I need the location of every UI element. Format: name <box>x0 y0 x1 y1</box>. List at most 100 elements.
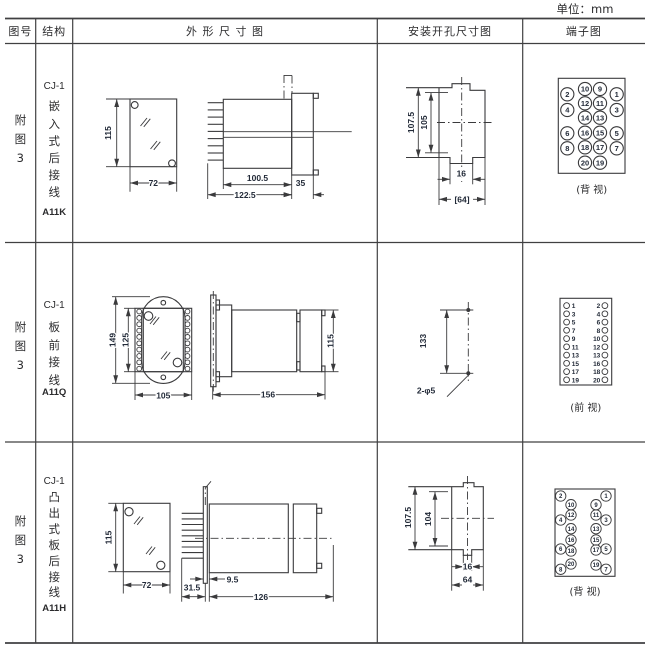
view-label: (前 视) <box>570 401 601 414</box>
terminal-9: 9 <box>572 336 576 343</box>
terminal-10: 10 <box>593 336 601 343</box>
terminal-5: 5 <box>615 129 619 138</box>
row1-outline-front-view: 115 72 <box>102 98 178 192</box>
terminal-16: 16 <box>568 538 575 544</box>
dim-107-5: 107.5 <box>406 112 416 134</box>
row1-outline-side-view: 100.5 122.5 35 <box>207 75 352 201</box>
dim-9-5: 9.5 <box>227 575 239 585</box>
terminal-4: 4 <box>565 106 570 115</box>
terminal-17: 17 <box>593 548 600 554</box>
row2-outline-front-view: 149 125 105 <box>106 296 193 402</box>
dim-100-5: 100.5 <box>247 173 269 183</box>
terminal-20: 20 <box>593 377 601 384</box>
dim-125: 125 <box>120 333 130 347</box>
dim-72: 72 <box>149 178 159 188</box>
row2-code: A11Q <box>42 386 67 398</box>
terminal-12: 12 <box>581 99 589 108</box>
dim-115: 115 <box>103 126 113 140</box>
header-outline: 外 形 尺 寸 图 <box>185 24 264 38</box>
row3-mount-type: 凸出式板后接线 <box>48 490 60 600</box>
terminal-17: 17 <box>572 369 580 376</box>
row3-outline-side-view: 9.5 31.5 126 <box>181 481 334 603</box>
terminal-20: 20 <box>581 158 589 167</box>
terminal-17: 17 <box>596 143 604 152</box>
row2-install-holes: 133 2-φ5 <box>416 302 474 398</box>
dim-104: 104 <box>423 512 433 526</box>
dim-16b: 16 <box>463 562 473 572</box>
row1-terminal-diagram: 10 9 2 1 12 11 4 3 14 13 16 15 6 5 18 17… <box>557 77 626 196</box>
terminal-11: 11 <box>593 513 600 519</box>
terminal-19: 19 <box>572 377 580 384</box>
dim-126: 126 <box>254 592 268 602</box>
terminal-13: 13 <box>593 527 600 533</box>
terminal-18: 18 <box>568 549 575 555</box>
terminal-9: 9 <box>594 503 598 509</box>
row2-fig-no: 附图3 <box>14 319 27 372</box>
terminal-8: 8 <box>597 328 601 335</box>
terminal-6: 6 <box>565 129 569 138</box>
terminal-1: 1 <box>615 90 619 99</box>
dim-115b: 115 <box>325 334 335 348</box>
terminal-18: 18 <box>593 369 601 376</box>
terminal-9: 9 <box>598 85 602 94</box>
terminal-19: 19 <box>596 158 604 167</box>
dim-105b: 105 <box>156 391 170 401</box>
dim-105: 105 <box>419 115 429 129</box>
terminal-2: 2 <box>565 90 569 99</box>
terminal-7: 7 <box>604 567 608 573</box>
view-label: (背 视) <box>576 183 607 196</box>
dim-31-5: 31.5 <box>184 582 201 592</box>
terminal-14: 14 <box>568 527 575 533</box>
dim-64b: 64 <box>463 574 473 584</box>
terminal-6: 6 <box>597 320 601 327</box>
terminal-8: 8 <box>559 567 563 573</box>
terminal-15: 15 <box>572 361 580 368</box>
row3-install-cutout: 107.5 104 16 64 <box>402 476 494 591</box>
terminal-5: 5 <box>604 547 608 553</box>
row1-model: CJ-1 <box>43 81 65 92</box>
row3-outline-front-view: 115 72 <box>102 502 171 594</box>
row2-model: CJ-1 <box>43 299 65 311</box>
header-structure: 结构 <box>42 24 67 38</box>
dim-133: 133 <box>418 334 428 348</box>
dim-149: 149 <box>108 333 118 347</box>
terminal-10: 10 <box>581 85 589 94</box>
dim-115c: 115 <box>103 530 113 544</box>
terminal-1: 1 <box>604 494 608 500</box>
dim-35: 35 <box>296 178 306 188</box>
terminal-3: 3 <box>572 311 576 318</box>
terminal-7: 7 <box>615 144 619 153</box>
terminal-14: 14 <box>581 113 590 122</box>
unit-label: 单位：mm <box>556 2 614 16</box>
dim-122-5: 122.5 <box>234 190 256 200</box>
terminal-20: 20 <box>568 562 575 568</box>
row2-mount-type: 板前接线 <box>48 320 60 387</box>
row2-outline-side-view: 115 156 <box>210 291 339 401</box>
row3-code: A11H <box>42 603 67 614</box>
terminal-6: 6 <box>559 547 563 553</box>
row1-install-cutout: 107.5 105 16 [64] <box>405 77 494 206</box>
terminal-11: 11 <box>572 344 579 351</box>
row1-code: A11K <box>42 207 67 218</box>
dim-156: 156 <box>261 390 275 400</box>
terminal-2: 2 <box>597 303 601 310</box>
terminal-12: 12 <box>568 513 575 519</box>
terminal-5: 5 <box>572 320 576 327</box>
terminal-2: 2 <box>559 494 563 500</box>
row3-fig-no: 附图3 <box>14 514 27 566</box>
terminal-13: 13 <box>596 113 604 122</box>
header-install: 安装开孔尺寸图 <box>407 24 492 38</box>
row3-model: CJ-1 <box>43 476 65 487</box>
row1-fig-no: 附图3 <box>14 112 27 165</box>
terminal-16: 16 <box>593 361 601 368</box>
terminal-3: 3 <box>604 518 608 524</box>
dim-64: [64] <box>454 194 469 204</box>
terminal-10: 10 <box>568 503 575 509</box>
terminal-15: 15 <box>596 128 604 137</box>
terminal-12: 12 <box>593 344 601 351</box>
header-terminal: 端子图 <box>565 24 602 38</box>
view-label: (背 视) <box>570 585 601 598</box>
